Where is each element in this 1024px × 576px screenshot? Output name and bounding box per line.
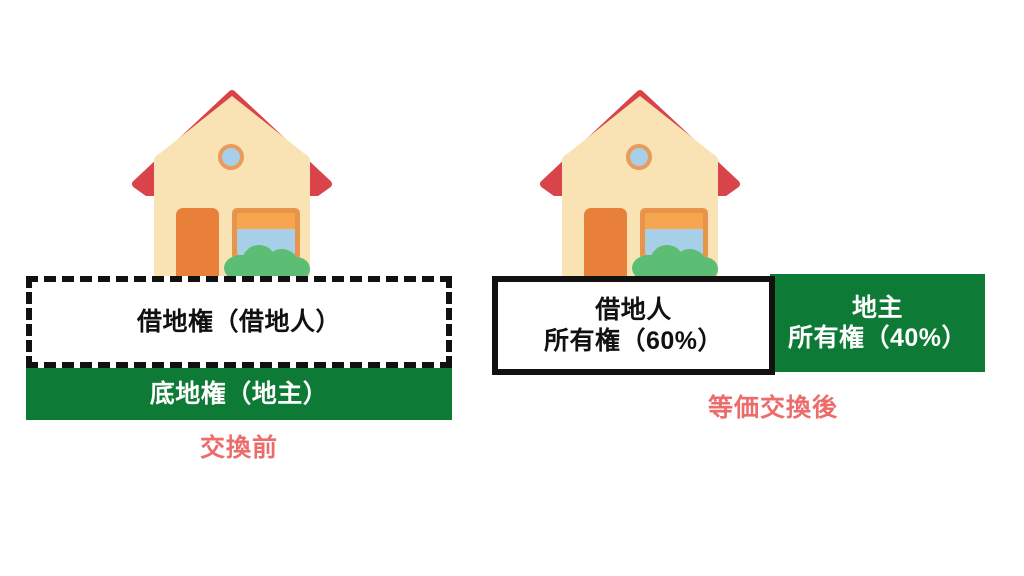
house-icon-after — [540, 88, 740, 281]
bush-icon — [632, 243, 718, 281]
bush-icon — [224, 243, 310, 281]
landowner-ownership-box-after[interactable]: 地主 所有権（40%） — [770, 274, 985, 372]
lessee-ownership-box-after[interactable]: 借地人 所有権（60%） — [492, 276, 775, 375]
lessee-ownership-label: 借地人 所有権（60%） — [543, 296, 724, 355]
door-icon — [176, 208, 219, 278]
caption-before: 交換前 — [199, 434, 278, 462]
window-awning — [645, 213, 703, 229]
leasehold-label: 借地権（借地人） — [136, 307, 341, 336]
round-window-icon — [626, 144, 652, 170]
house-icon-before — [132, 88, 332, 281]
caption-after: 等価交換後 — [707, 394, 838, 422]
underlying-land-box-before[interactable]: 底地権（地主） — [26, 368, 452, 420]
round-window-icon — [218, 144, 244, 170]
leasehold-box-before[interactable]: 借地権（借地人） — [26, 276, 452, 368]
underlying-land-label: 底地権（地主） — [149, 379, 329, 408]
window-awning — [237, 213, 295, 229]
landowner-ownership-label: 地主 所有権（40%） — [787, 293, 968, 353]
door-icon — [584, 208, 627, 278]
